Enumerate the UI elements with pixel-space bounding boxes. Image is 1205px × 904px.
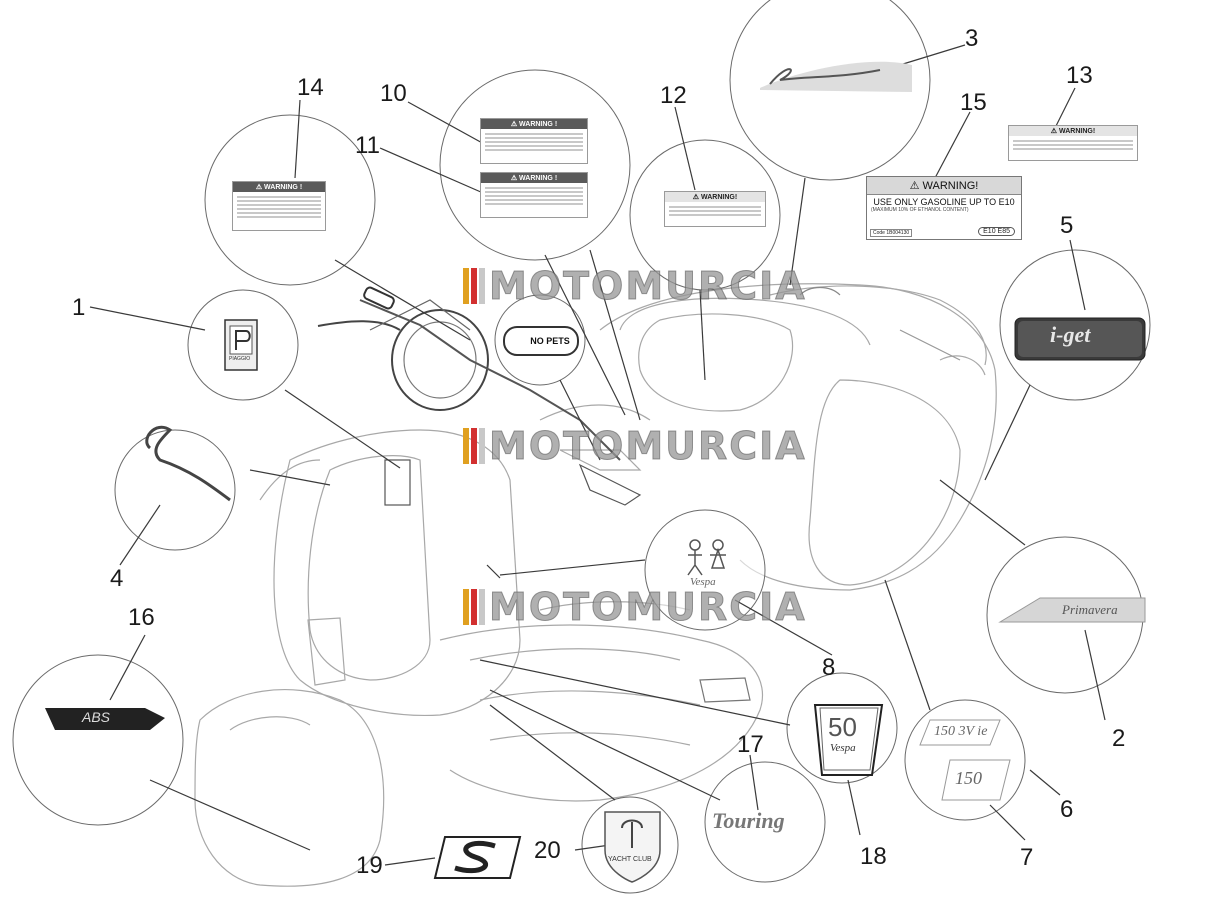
abs-badge	[45, 708, 165, 730]
vespa-script-3	[760, 61, 912, 92]
leader-lines	[89, 44, 1106, 866]
callout-number-11: 11	[355, 132, 380, 159]
callout-number-15: 15	[960, 89, 987, 116]
callout-number-16: 16	[128, 604, 155, 631]
callout-number-1: 1	[72, 294, 86, 321]
primavera-badge	[998, 597, 1146, 623]
badge-150-3vie-text: 150 3V ie	[934, 724, 988, 739]
fifty-text: 50	[828, 712, 857, 742]
callout-number-14: 14	[297, 74, 324, 101]
kids-vespa-text: Vespa	[690, 576, 716, 588]
iget-text: i-get	[1050, 322, 1091, 347]
decal-art	[45, 61, 1146, 883]
callout-number-5: 5	[1060, 212, 1074, 239]
watermark-middle: MOTOMURCIA	[463, 424, 807, 469]
touring-text: Touring	[712, 808, 785, 833]
callout-number-17: 17	[737, 731, 764, 758]
warning-label-11: ⚠ WARNING !	[480, 172, 588, 218]
badge-150-text: 150	[955, 768, 982, 788]
vespa-script-4	[145, 425, 231, 502]
warning-label-14: ⚠ WARNING !	[232, 181, 326, 231]
warning-label-12: ⚠ WARNING!	[664, 191, 766, 227]
circle-17	[704, 761, 826, 883]
circle-4	[114, 429, 236, 551]
callout-number-13: 13	[1066, 62, 1093, 89]
badge-150	[941, 759, 1011, 801]
primavera-text: Primavera	[1062, 602, 1118, 617]
abs-text: ABS	[82, 709, 111, 725]
callout-circles	[12, 0, 1151, 894]
circle-10-11	[439, 69, 631, 261]
warning-label-10: ⚠ WARNING !	[480, 118, 588, 164]
callout-number-19: 19	[356, 852, 383, 879]
callout-number-10: 10	[380, 80, 407, 107]
callout-number-3: 3	[965, 25, 979, 52]
callout-number-7: 7	[1020, 844, 1034, 871]
kids-vespa-logo	[687, 539, 726, 576]
callout-number-20: 20	[534, 837, 561, 864]
watermark-top: MOTOMURCIA	[463, 264, 807, 309]
warning-label-13: ⚠ WARNING!	[1008, 125, 1138, 161]
circle-16	[12, 654, 184, 826]
callout-number-2: 2	[1112, 725, 1126, 752]
badge-150-3vie	[919, 719, 1001, 746]
fifty-vespa-text: Vespa	[830, 742, 856, 754]
callout-number-18: 18	[860, 843, 887, 870]
scooter-outline	[194, 283, 997, 887]
wm-bar	[463, 268, 469, 304]
yacht-club-text: YACHT CLUB	[608, 856, 652, 863]
watermark-bottom: MOTOMURCIA	[463, 585, 807, 630]
callout-number-12: 12	[660, 82, 687, 109]
callout-number-4: 4	[110, 565, 124, 592]
no-pets-label: NO PETS	[503, 326, 579, 356]
piaggio-text: PIAGGIO	[229, 356, 251, 362]
callout-number-6: 6	[1060, 796, 1074, 823]
warning-label-15: ⚠ WARNING! USE ONLY GASOLINE UP TO E10 (…	[866, 176, 1022, 240]
callout-number-8: 8	[822, 654, 836, 681]
